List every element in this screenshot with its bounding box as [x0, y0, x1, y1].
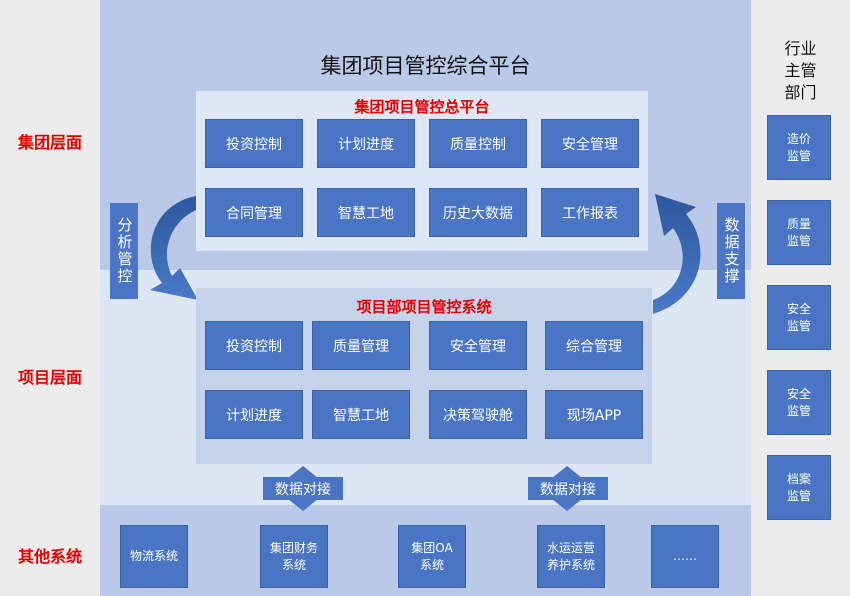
other-system-5: …… [651, 525, 719, 588]
main-title: 集团项目管控综合平台 [320, 54, 531, 78]
group-platform-title: 集团项目管控总平台 [354, 98, 490, 116]
project-module-1: 投资控制 [205, 321, 303, 370]
industry-item-1-line1: 造价 [786, 131, 811, 146]
layer-label-project: 项目层面 [17, 368, 82, 387]
right-curve-arrow [653, 194, 701, 314]
project-system-title: 项目部项目管控系统 [356, 298, 492, 316]
docking-arrow-2 [552, 466, 582, 478]
industry-item-2-line1: 质量 [786, 216, 811, 231]
industry-item-2-line2: 监管 [786, 233, 811, 248]
group-module-2: 计划进度 [317, 119, 415, 168]
left-curve-arrow [150, 196, 198, 300]
industry-item-3: 安全 监管 [767, 285, 831, 350]
other-system-1: 物流系统 [120, 525, 188, 588]
industry-title-line1: 行业 [784, 39, 817, 58]
data-docking-label-1: 数据对接 [263, 477, 343, 500]
other-system-4-line2: 养护系统 [546, 557, 595, 572]
group-module-5: 合同管理 [205, 188, 303, 237]
left-column [0, 0, 100, 596]
industry-item-5-line2: 监管 [786, 488, 811, 503]
other-system-3-line1: 集团OA [411, 540, 453, 555]
other-system-3-line2: 系统 [419, 557, 444, 572]
other-system-5-text: …… [673, 549, 697, 563]
group-module-1: 投资控制 [205, 119, 303, 168]
docking-arrow-1 [288, 466, 318, 478]
other-system-3: 集团OA 系统 [398, 525, 466, 588]
project-module-5: 计划进度 [205, 390, 303, 439]
other-system-4-line1: 水运运营 [546, 540, 595, 555]
industry-item-4-line1: 安全 [786, 386, 811, 401]
project-module-3: 安全管理 [429, 321, 527, 370]
industry-item-3-line1: 安全 [786, 301, 811, 316]
data-support-text: 数据支撑 [722, 217, 741, 285]
other-system-2: 集团财务 系统 [260, 525, 328, 588]
group-module-4: 安全管理 [541, 119, 639, 168]
industry-item-4: 安全 监管 [767, 370, 831, 435]
project-module-8: 现场APP [545, 390, 643, 439]
docking-arrow-1-bottom [288, 499, 318, 511]
layer-label-other: 其他系统 [17, 547, 82, 566]
industry-title-line3: 部门 [784, 83, 817, 102]
other-system-1-text: 物流系统 [129, 549, 178, 563]
industry-item-3-line2: 监管 [786, 318, 811, 333]
other-system-2-line1: 集团财务 [269, 540, 318, 555]
other-system-2-line2: 系统 [281, 557, 306, 572]
layer-label-group: 集团层面 [17, 133, 82, 152]
data-support-label: 数据支撑 [717, 203, 745, 299]
industry-item-5: 档案 监管 [767, 455, 831, 520]
project-module-6: 智慧工地 [312, 390, 410, 439]
group-module-7: 历史大数据 [429, 188, 527, 237]
data-docking-label-2: 数据对接 [528, 477, 608, 500]
analysis-control-label: 分析管控 [110, 203, 138, 299]
industry-title: 行业 主管 部门 [751, 38, 850, 104]
industry-item-5-line1: 档案 [786, 471, 811, 486]
group-module-8: 工作报表 [541, 188, 639, 237]
group-module-6: 智慧工地 [317, 188, 415, 237]
project-module-4: 综合管理 [545, 321, 643, 370]
analysis-control-text: 分析管控 [115, 217, 134, 285]
industry-item-2: 质量 监管 [767, 200, 831, 265]
project-module-2: 质量管理 [312, 321, 410, 370]
other-system-4: 水运运营 养护系统 [537, 525, 605, 588]
group-module-3: 质量控制 [429, 119, 527, 168]
industry-item-1-line2: 监管 [786, 148, 811, 163]
industry-title-line2: 主管 [784, 61, 817, 80]
industry-item-4-line2: 监管 [786, 403, 811, 418]
industry-item-1: 造价 监管 [767, 115, 831, 180]
docking-arrow-2-bottom [552, 499, 582, 511]
project-module-7: 决策驾驶舱 [429, 390, 527, 439]
